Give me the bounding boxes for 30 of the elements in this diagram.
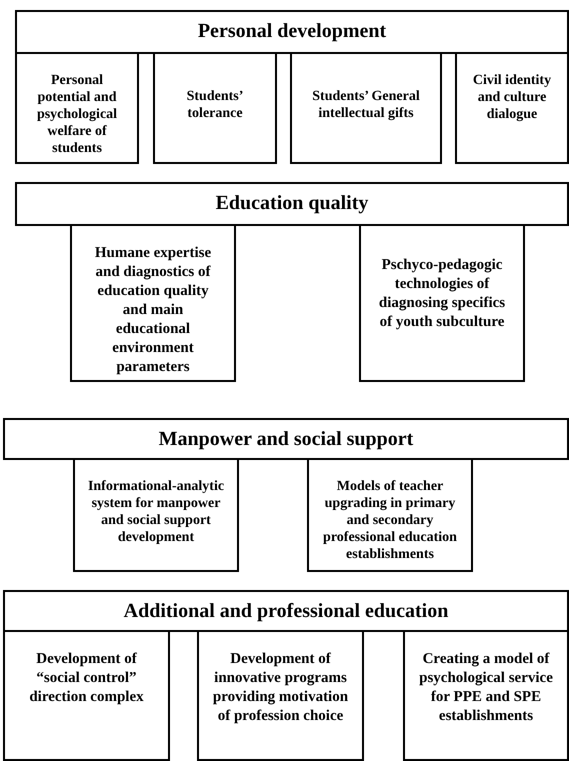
topic-text: Students’ tolerance — [186, 88, 244, 122]
topic-box — [403, 630, 569, 761]
topic-box — [70, 224, 236, 382]
topic-box — [197, 630, 364, 761]
topic-text: Students’ General intellectual gifts — [311, 88, 421, 122]
topic-text: Creating a model of psychological service for PPE and SPE establishments — [418, 650, 554, 726]
topic-box — [290, 52, 442, 164]
topic-text: Informational-analytic system for manpower and social support development — [86, 478, 226, 546]
section-header-box — [15, 182, 569, 226]
topic-text: Development of “social control” direction complex — [28, 650, 145, 707]
section-title: Manpower and social support — [158, 427, 414, 452]
section-title: Personal development — [196, 19, 388, 44]
section-header-box — [15, 10, 569, 54]
topic-text: Personal potential and psychological welfare of students — [36, 72, 118, 157]
topic-box — [3, 630, 170, 761]
topic-box — [307, 458, 473, 572]
topic-box — [73, 458, 239, 572]
topic-text: Pschyco-pedagogic technologies of diagnosing specifics of youth subculture — [378, 256, 506, 332]
section-header-box — [3, 590, 569, 632]
section-title: Education quality — [214, 191, 370, 216]
topic-box — [455, 52, 569, 164]
topic-box — [153, 52, 277, 164]
topic-text: Humane expertise and diagnostics of education quality and main educational environment parameters — [94, 244, 212, 377]
topic-box — [15, 52, 139, 164]
topic-text: Civil identity and culture dialogue — [472, 72, 552, 123]
topic-text: Development of innovative programs providing motivation of profession choice — [212, 650, 350, 726]
section-title: Additional and professional education — [122, 599, 450, 624]
topic-text: Models of teacher upgrading in primary and secondary professional education establishments — [322, 478, 458, 563]
topic-box — [359, 224, 525, 382]
section-header-box — [3, 418, 569, 460]
